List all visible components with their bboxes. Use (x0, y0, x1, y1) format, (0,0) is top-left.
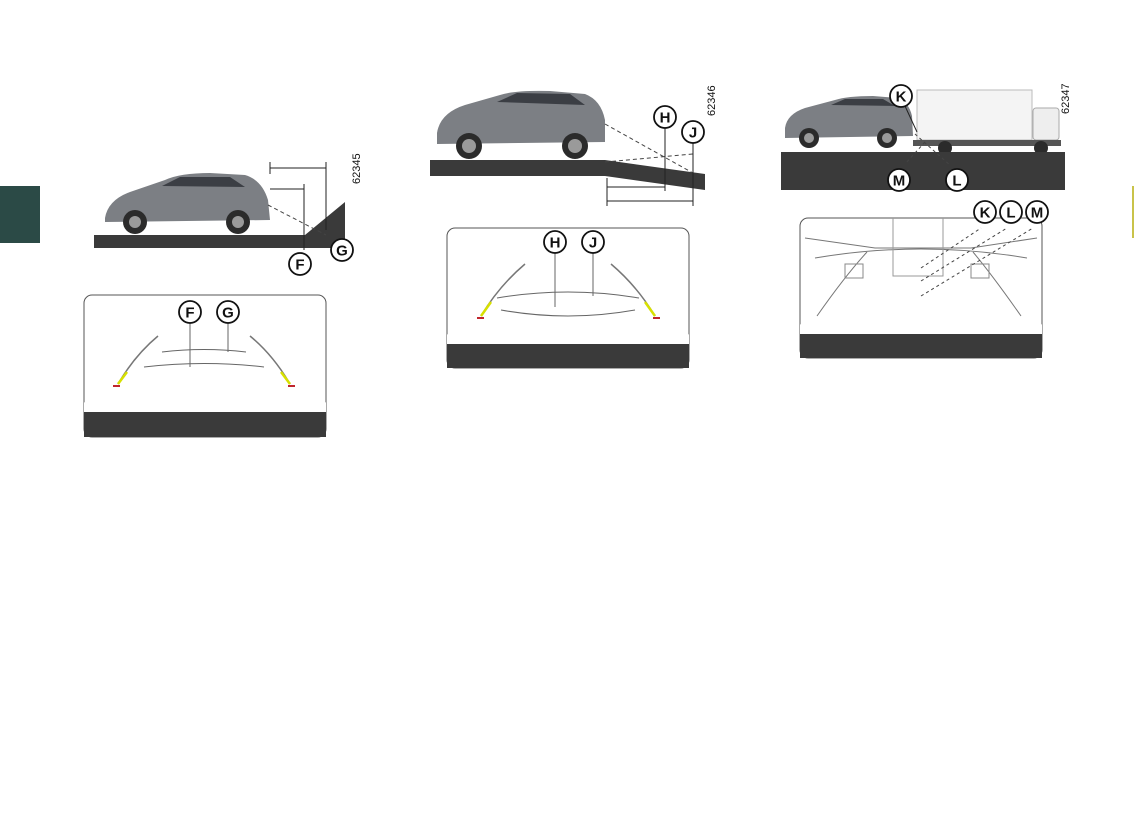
svg-text:J: J (589, 235, 597, 252)
camera-screen (447, 228, 689, 368)
callout-k: K (890, 85, 912, 107)
callout-f: F (289, 253, 311, 275)
svg-text:H: H (550, 235, 561, 252)
screen-callout-g: G (217, 301, 239, 323)
figure-62345-art: F G 62345 F G (80, 140, 370, 450)
svg-text:G: G (222, 305, 234, 322)
truck-illustration (913, 90, 1061, 155)
svg-text:F: F (185, 305, 194, 322)
figure-ref: 62345 (351, 153, 363, 184)
screen-callout-m: M (1026, 201, 1048, 223)
callout-j: J (682, 121, 704, 143)
car-illustration (105, 173, 270, 234)
callout-h: H (654, 106, 676, 128)
svg-text:L: L (1006, 205, 1015, 222)
figure-ref: 62346 (706, 85, 718, 116)
chapter-tab (0, 186, 40, 243)
screen-callout-k: K (974, 201, 996, 223)
camera-screen (84, 295, 326, 437)
camera-screen (800, 218, 1042, 358)
figure-62346-art: H J 62346 H J (425, 78, 725, 378)
ground (430, 160, 705, 190)
car-illustration (437, 91, 605, 159)
screen-callout-h: H (544, 231, 566, 253)
svg-text:K: K (980, 205, 991, 222)
svg-text:L: L (952, 173, 961, 190)
screen-callout-f: F (179, 301, 201, 323)
callout-g: G (331, 239, 353, 261)
figure-ref: 62347 (1060, 83, 1072, 114)
figure-flat-to-slope-down: H J 62346 H J (425, 78, 725, 378)
svg-text:M: M (893, 173, 906, 190)
page-edge-marker (1132, 186, 1134, 238)
screen-callout-l: L (1000, 201, 1022, 223)
svg-text:J: J (689, 125, 697, 142)
svg-text:H: H (660, 110, 671, 127)
callout-l: L (946, 169, 968, 191)
svg-text:M: M (1031, 205, 1044, 222)
svg-text:K: K (896, 89, 907, 106)
callout-m: M (888, 169, 910, 191)
screen-callout-j: J (582, 231, 604, 253)
figure-flat-to-slope-up: F G 62345 F G (80, 140, 370, 450)
ground (781, 152, 1065, 190)
figure-62347-art: K M L 62347 K (775, 76, 1075, 366)
svg-text:G: G (336, 243, 348, 260)
svg-text:F: F (295, 257, 304, 274)
figure-truck-overhang: K M L 62347 K (775, 76, 1075, 366)
